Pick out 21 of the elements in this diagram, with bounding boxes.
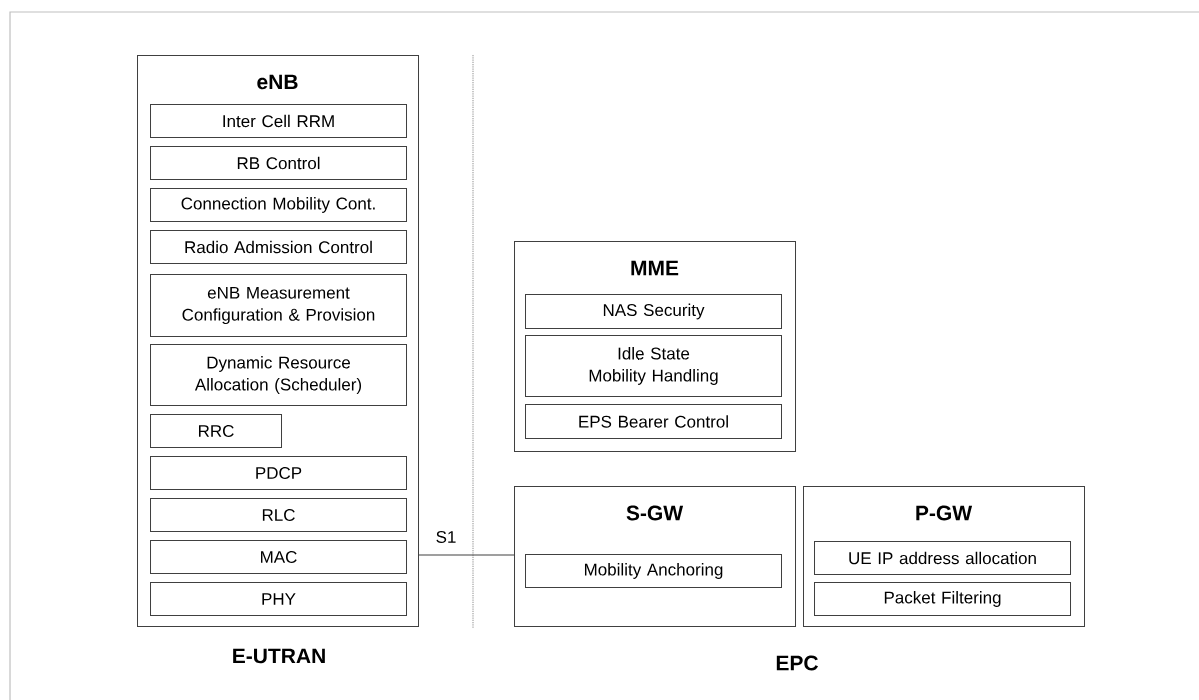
edge-label: S1 [436, 530, 456, 543]
connector-line [418, 554, 515, 556]
function-box: PHY [150, 582, 407, 616]
section-label: EPC [776, 655, 818, 671]
function-box: RLC [150, 498, 407, 532]
function-box: Dynamic Resource Allocation (Scheduler) [150, 344, 407, 406]
function-box: Connection Mobility Cont. [150, 188, 407, 222]
function-box: PDCP [150, 456, 407, 490]
function-box: eNB Measurement Configuration & Provision [150, 274, 407, 337]
function-box: RB Control [150, 146, 407, 180]
function-box: UE IP address allocation [814, 541, 1071, 575]
function-box: NAS Security [525, 294, 782, 329]
function-box: Radio Admission Control [150, 230, 407, 264]
section-label: E-UTRAN [233, 648, 325, 664]
function-box: Inter Cell RRM [150, 104, 407, 138]
function-box: Idle State Mobility Handling [525, 335, 782, 397]
function-box: RRC [150, 414, 282, 448]
function-box: EPS Bearer Control [525, 404, 782, 439]
function-box: Mobility Anchoring [525, 554, 782, 588]
function-box: Packet Filtering [814, 582, 1071, 616]
function-box: MAC [150, 540, 407, 574]
